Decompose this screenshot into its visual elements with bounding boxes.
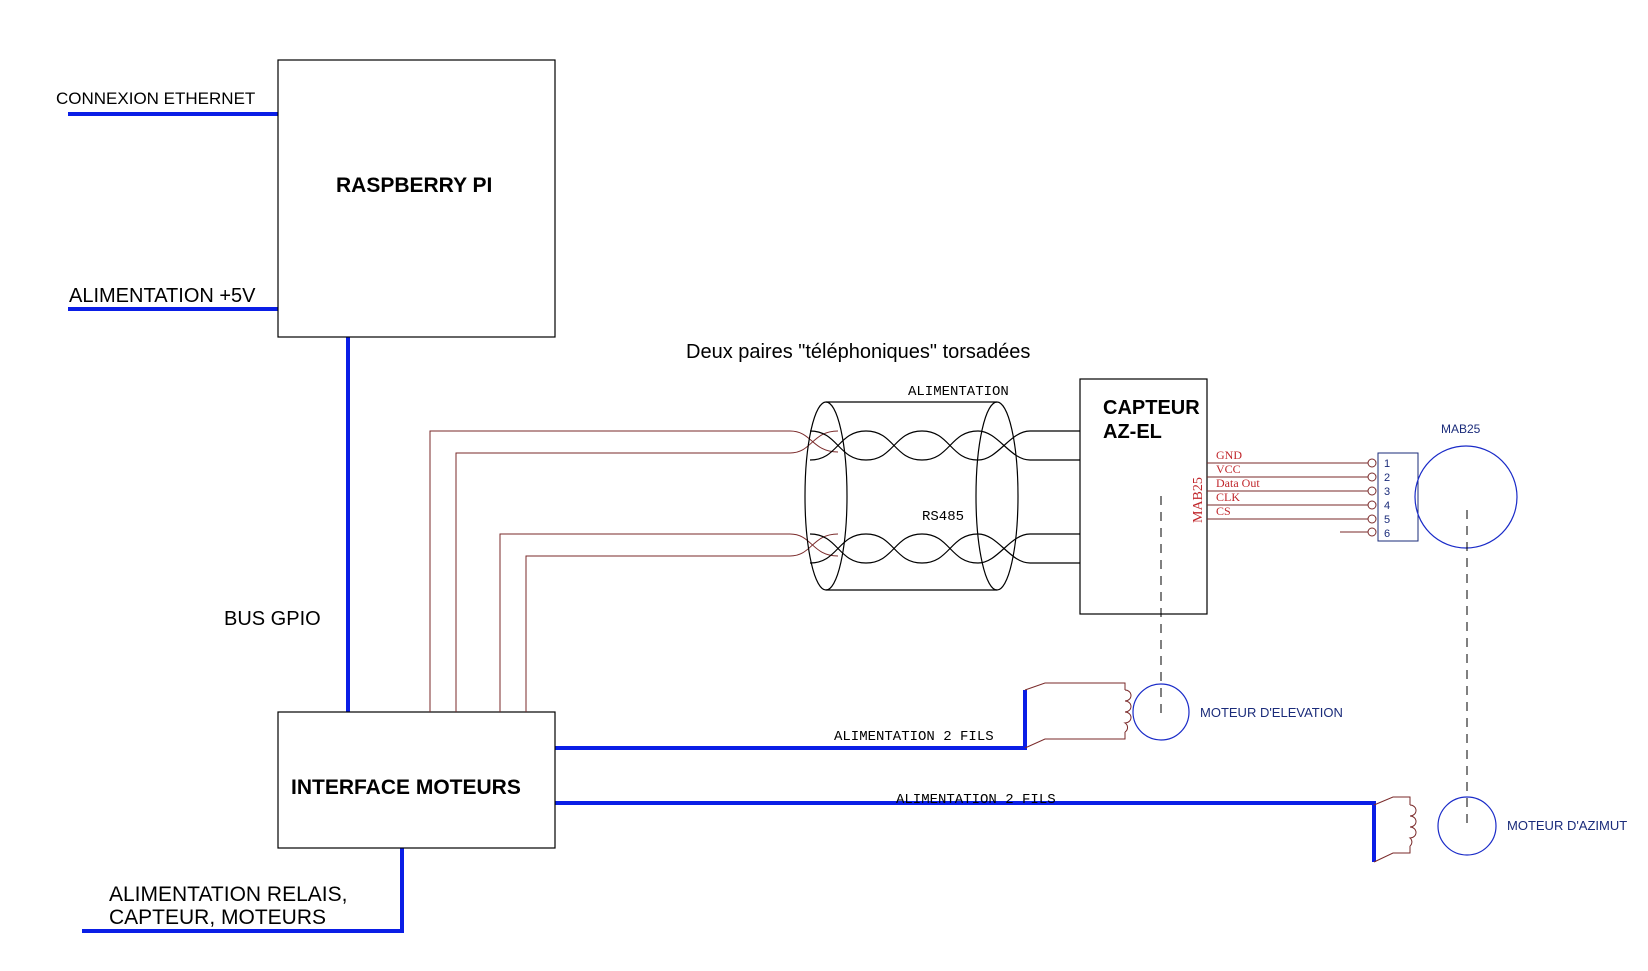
pin-circle-3 (1367, 486, 1377, 496)
alim5v-label: ALIMENTATION +5V (69, 285, 256, 307)
raspberry-pi-title: RASPBERRY PI (336, 174, 492, 197)
az-winding-lead-bottom (1373, 846, 1411, 863)
mab25-connector (1377, 452, 1419, 542)
signal-clk: CLK (1216, 490, 1240, 504)
wire-2 (455, 430, 839, 712)
raspberry-pi-box (277, 59, 556, 338)
alim-relais-line1: ALIMENTATION RELAIS, (109, 883, 347, 906)
signal-labels: GND VCC Data Out CLK CS (1216, 448, 1260, 518)
interface-moteurs-title: INTERFACE MOTEURS (291, 776, 521, 799)
pin-number-4: 4 (1384, 500, 1390, 512)
pin-circle-5 (1367, 514, 1377, 524)
elevation-winding (1024, 682, 1132, 749)
pin-circle-6 (1367, 527, 1377, 537)
twisted-pair-wires (429, 430, 839, 712)
twisted-pairs-title: Deux paires "téléphoniques" torsadées (686, 341, 1030, 363)
signal-data-out: Data Out (1216, 476, 1260, 490)
pin-number-5: 5 (1384, 514, 1390, 526)
elevation-motor (1132, 683, 1190, 741)
mab25-encoder (1414, 445, 1518, 549)
az-winding-coil (1408, 804, 1417, 847)
signal-wires (1207, 462, 1370, 533)
pair-lower-a (809, 533, 1080, 564)
azimut-winding (1373, 796, 1417, 863)
winding-lead-top (1024, 682, 1126, 691)
azimut-motor (1437, 796, 1497, 856)
winding-coil (1123, 689, 1132, 733)
signal-cs: CS (1216, 504, 1231, 518)
moteur-azimut-label: MOTEUR D'AZIMUT (1507, 818, 1627, 833)
pin-number-6: 6 (1384, 528, 1390, 540)
cable-ellipse-right (975, 401, 1019, 591)
twisted-pair-cable (804, 401, 1080, 591)
alim-relais-line2: CAPTEUR, MOTEURS (109, 906, 326, 929)
capteur-box (1079, 378, 1208, 615)
mab25-label: MAB25 (1441, 422, 1481, 436)
pair-lower-b (809, 533, 1080, 564)
signal-vcc: VCC (1216, 462, 1241, 476)
relay-power-line (82, 848, 404, 933)
winding-lead-bottom (1024, 732, 1126, 749)
pair-upper-a (809, 430, 1080, 461)
pin-number-3: 3 (1384, 486, 1390, 498)
dashed-shafts (1160, 496, 1468, 830)
wire-1 (429, 430, 839, 712)
ethernet-label: CONNEXION ETHERNET (56, 89, 255, 108)
alim-2-fils-elevation: ALIMENTATION 2 FILS (834, 729, 994, 745)
pin-circle-1 (1367, 458, 1377, 468)
az-el-title: AZ-EL (1103, 421, 1162, 443)
alimentation-cable-label: ALIMENTATION (908, 384, 1009, 400)
az-winding-lead-top (1373, 796, 1411, 806)
cable-ellipse-left (804, 401, 848, 591)
pin-circle-2 (1367, 472, 1377, 482)
wire-3 (499, 533, 839, 712)
pin-number-2: 2 (1384, 472, 1390, 484)
rs485-label: RS485 (922, 509, 964, 525)
pin-number-1: 1 (1384, 458, 1390, 470)
pin-circle-4 (1367, 500, 1377, 510)
alim-2-fils-azimut: ALIMENTATION 2 FILS (896, 792, 1056, 808)
connector-pins (1367, 458, 1377, 537)
pin-numbers: 1 2 3 4 5 6 (1384, 458, 1390, 540)
bus-gpio-label: BUS GPIO (224, 608, 321, 630)
azimut-power-line (555, 801, 1376, 862)
capteur-title: CAPTEUR (1103, 397, 1200, 419)
wire-4 (525, 533, 839, 712)
mab25-vertical-label: MAB25 (1191, 477, 1206, 523)
signal-gnd: GND (1216, 448, 1242, 462)
blue-bus-lines (68, 112, 1376, 933)
moteur-elevation-label: MOTEUR D'ELEVATION (1200, 705, 1343, 720)
interface-moteurs-box (277, 711, 556, 849)
pair-upper-b (809, 430, 1080, 461)
